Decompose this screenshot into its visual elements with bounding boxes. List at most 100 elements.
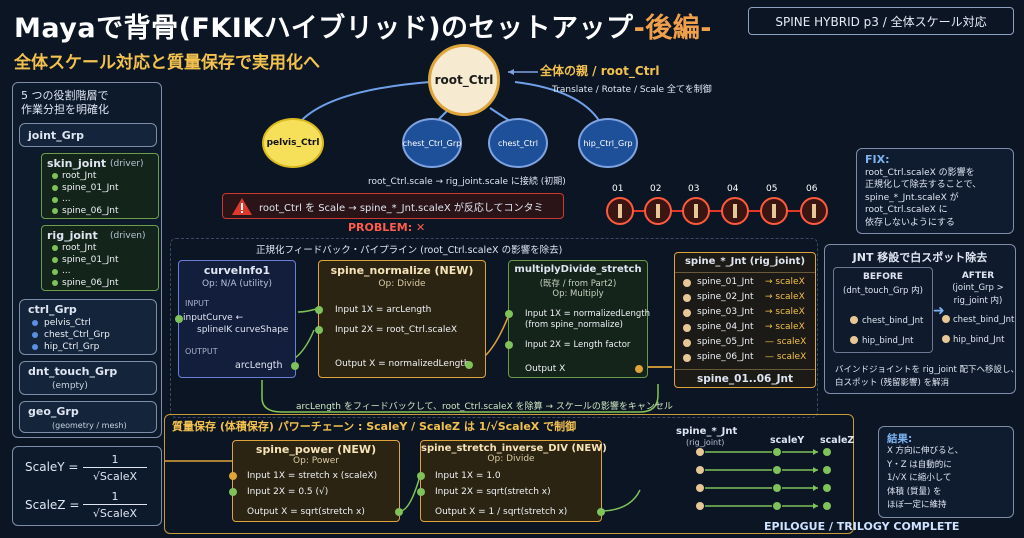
- stretch-inverse-title: spine_stretch_inverse_DIV (NEW): [421, 443, 607, 454]
- scaley-port-icon[interactable]: [773, 466, 781, 474]
- rig-joint-tag: (driven): [110, 231, 146, 241]
- stretch-title: multiplyDivide_stretch: [514, 264, 642, 275]
- skin-joint-tag: (driver): [110, 159, 144, 169]
- hierarchy-panel: 5 つの役割階層で 作業分担を明確化 joint_Grp skin_joint …: [12, 82, 162, 438]
- joint-row-name: spine_02_Jnt: [697, 292, 754, 302]
- curveinfo-input-source: splineIK curveShape: [197, 325, 289, 335]
- input-port-icon[interactable]: [315, 306, 323, 314]
- dnt-touch-label: dnt_touch_Grp: [28, 365, 118, 378]
- curveinfo-op: Op: N/A (utility): [201, 279, 273, 289]
- spine-power-input2: Input 2X = 0.5 (√): [247, 487, 329, 497]
- pelvis-ctrl-node[interactable]: pelvis_Ctrl: [262, 118, 324, 168]
- output-port-icon[interactable]: [635, 365, 643, 373]
- hip-ctrl-grp-node[interactable]: hip_Ctrl_Grp: [578, 118, 638, 168]
- volume-title: 質量保存 (体積保存) パワーチェーン : ScaleY / ScaleZ は …: [172, 420, 577, 433]
- fix-panel: FIX: root_Ctrl.scaleX の影響を 正規化して除去することで、…: [856, 148, 1014, 234]
- curveinfo-node[interactable]: curveInfo1 Op: N/A (utility) INPUT input…: [175, 260, 299, 378]
- input-port-icon[interactable]: [229, 488, 237, 496]
- result-panel: 結果: X 方向に伸びると、 Y・Z は自動的に 1/√X に縮小して 体積 (…: [878, 426, 1014, 518]
- joint-row-name: spine_01_Jnt: [697, 277, 754, 287]
- joint-attr-label: scaleX: [775, 307, 805, 317]
- joint-icon: [683, 324, 691, 332]
- scalez-port-icon[interactable]: [823, 448, 831, 456]
- joint-icon: [683, 339, 691, 347]
- rig-joint-group[interactable]: rig_joint (driven) root_Jnt spine_01_Jnt…: [41, 225, 159, 291]
- rig-joint-node[interactable]: spine_*_Jnt (rig_joint) spine_01_Jnt spi…: [674, 252, 816, 388]
- chest-ctrl-label: chest_Ctrl: [498, 138, 538, 148]
- stretch-input1-source: (from spine_normalize): [525, 320, 624, 330]
- spine-power-node[interactable]: spine_power (NEW) Op: Power Input 1X = s…: [229, 440, 403, 522]
- bullet-icon: [32, 320, 38, 326]
- output-port-icon[interactable]: [597, 508, 605, 516]
- rig-joint-title: spine_*_Jnt (rig_joint): [684, 256, 806, 267]
- curveinfo-input: inputCurve ←: [183, 313, 244, 323]
- chest-ctrl-grp-node[interactable]: chest_Ctrl_Grp: [402, 118, 462, 168]
- curveinfo-output-label: OUTPUT: [185, 347, 218, 356]
- before-label: BEFORE: [863, 272, 903, 282]
- stretch-inverse-op: Op: Divide: [487, 454, 535, 464]
- bullet-icon: [32, 332, 38, 338]
- spine-power-output: Output X = sqrt(stretch x): [247, 507, 365, 517]
- root-ctrl-node[interactable]: root_Ctrl: [428, 44, 500, 116]
- ctrl-grp-node[interactable]: ctrl_Grp pelvis_Ctrl chest_Ctrl_Grp hip_…: [19, 299, 157, 355]
- scaley-port-icon[interactable]: [773, 484, 781, 492]
- before-sublabel: (dnt_touch_Grp 内): [843, 286, 923, 296]
- scalez-port-icon[interactable]: [823, 502, 831, 510]
- fix-body: root_Ctrl.scaleX の影響を 正規化して除去することで、 spin…: [865, 167, 981, 229]
- bullet-icon: [52, 173, 58, 179]
- input-port-icon[interactable]: [417, 488, 425, 496]
- input-port-icon[interactable]: [315, 326, 323, 334]
- scalez-port-icon[interactable]: [823, 466, 831, 474]
- scaley-denominator: √ScaleX: [92, 470, 138, 483]
- after-label: AFTER: [961, 271, 995, 281]
- rig-joint-item: root_Jnt: [62, 243, 97, 253]
- joint-attr-label: scaleX: [776, 352, 807, 362]
- joint-attr-label: scaleX: [775, 322, 805, 332]
- joint-grp-node[interactable]: joint_Grp: [19, 123, 157, 147]
- problem-message: root_Ctrl を Scale → spine_*_Jnt.scaleX が…: [259, 202, 544, 214]
- curveinfo-input-label: INPUT: [185, 299, 209, 308]
- skin-joint-item: spine_01_Jnt: [62, 183, 119, 193]
- skin-joint-group[interactable]: skin_joint (driver) root_Jnt spine_01_Jn…: [41, 153, 159, 219]
- joint-number: 04: [727, 184, 739, 194]
- connection-note: root_Ctrl.scale → rig_joint.scale に接続 (初…: [368, 177, 566, 187]
- stretch-inverse-node[interactable]: spine_stretch_inverse_DIV (NEW) Op: Divi…: [417, 440, 607, 522]
- fix-line: spine_*_Jnt.scaleX が: [865, 192, 959, 203]
- joint-attr-label: scaleX: [775, 292, 805, 302]
- spine-normalize-node[interactable]: spine_normalize (NEW) Op: Divide Input 1…: [315, 260, 486, 378]
- input-port-icon[interactable]: [505, 310, 513, 318]
- input-port-icon[interactable]: [417, 472, 425, 480]
- joint-row-attr: — scaleX: [765, 352, 807, 362]
- ctrl-grp-item: chest_Ctrl_Grp: [44, 330, 110, 340]
- scaley-port-icon[interactable]: [773, 502, 781, 510]
- geo-grp-node[interactable]: geo_Grp (geometry / mesh): [19, 401, 157, 433]
- spine-normalize-input1: Input 1X = arcLength: [335, 305, 432, 315]
- input-port-icon[interactable]: [229, 472, 237, 480]
- joint-icon: [696, 466, 704, 474]
- scaley-port-icon[interactable]: [773, 448, 781, 456]
- output-port-icon[interactable]: [291, 362, 299, 370]
- pipeline-title: 正規化フィードバック・パイプライン (root_Ctrl.scaleX の影響を…: [256, 245, 563, 256]
- joint-attr-label: scaleX: [775, 277, 805, 287]
- input-port-icon[interactable]: [505, 341, 513, 349]
- pelvis-ctrl-label: pelvis_Ctrl: [266, 138, 320, 148]
- skin-joint-label: skin_joint: [47, 157, 107, 170]
- joint-icon: [850, 316, 858, 324]
- joint-number: 01: [612, 184, 624, 194]
- after-chest-joint: chest_bind_Jnt: [953, 315, 1015, 325]
- input-port-icon[interactable]: [175, 315, 183, 323]
- output-port-icon[interactable]: [465, 361, 473, 369]
- joint-grp-label: joint_Grp: [28, 129, 85, 142]
- dnt-touch-node[interactable]: dnt_touch_Grp (empty): [19, 361, 157, 395]
- result-title: 結果:: [887, 433, 913, 445]
- feedback-note: arcLength をフィードバックして、root_Ctrl.scaleX を除…: [296, 402, 673, 412]
- arrow-right-icon: ➜: [933, 303, 945, 319]
- joint-number: 05: [766, 184, 778, 194]
- chest-ctrl-node[interactable]: chest_Ctrl: [488, 118, 548, 168]
- root-ctrl-title: 全体の親 / root_Ctrl: [540, 64, 660, 78]
- multiplydivide-stretch-node[interactable]: multiplyDivide_stretch (既存 / from Part2)…: [505, 260, 650, 378]
- scalez-port-icon[interactable]: [823, 484, 831, 492]
- bullet-icon: [52, 197, 58, 203]
- output-port-icon[interactable]: [395, 508, 403, 516]
- rig-joint-item: spine_01_Jnt: [62, 255, 119, 265]
